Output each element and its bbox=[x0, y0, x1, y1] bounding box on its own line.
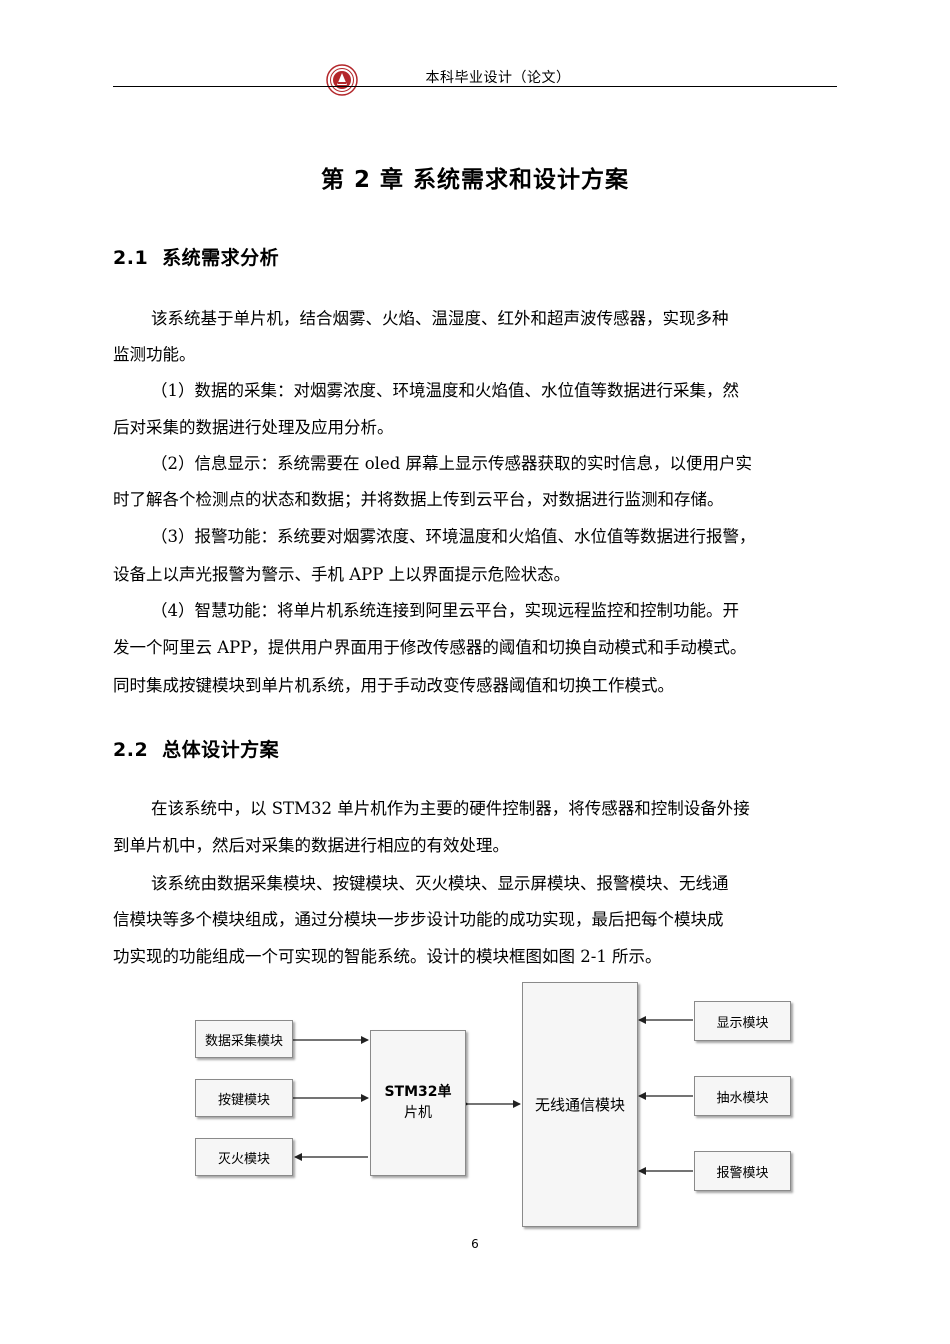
page-number: 6 bbox=[471, 1237, 479, 1251]
paragraph-line: 信模块等多个模块组成，通过分模块一步步设计功能的成功实现，最后把每个模块成 bbox=[113, 910, 724, 929]
section-number: 2.2 bbox=[113, 739, 149, 761]
paragraph-line: 设备上以声光报警为警示、手机 APP 上以界面提示危险状态。 bbox=[113, 565, 571, 584]
section-title: 总体设计方案 bbox=[162, 739, 280, 761]
mcu-label-line-1: STM32单 bbox=[384, 1084, 452, 1100]
paragraph-line: 时了解各个检测点的状态和数据；并将数据上传到云平台，对数据进行监测和存储。 bbox=[113, 490, 724, 509]
paragraph-line: 同时集成按键模块到单片机系统，用于手动改变传感器阈值和切换工作模式。 bbox=[113, 676, 674, 695]
pump-module: 抽水模块 bbox=[694, 1076, 791, 1116]
paragraph-line: （2）信息显示：系统需要在 oled 屏幕上显示传感器获取的实时信息，以便用户实 bbox=[151, 454, 753, 473]
diagram-arrows bbox=[293, 1016, 693, 1175]
wireless-communication-module: 无线通信模块 bbox=[522, 982, 638, 1227]
section-title: 系统需求分析 bbox=[162, 247, 280, 269]
stm32-mcu-module: STM32单 片机 bbox=[370, 1030, 466, 1176]
section-number: 2.1 bbox=[113, 247, 149, 269]
chapter-title: 第 2 章 系统需求和设计方案 bbox=[320, 167, 630, 193]
university-seal-icon bbox=[326, 64, 358, 96]
paragraph-line: 监测功能。 bbox=[113, 345, 196, 364]
paragraph-line: （1）数据的采集：对烟雾浓度、环境温度和火焰值、水位值等数据进行采集，然 bbox=[151, 381, 739, 400]
wireless-module-label: 无线通信模块 bbox=[534, 1096, 625, 1114]
key-module: 按键模块 bbox=[195, 1079, 293, 1117]
mcu-label-line-2: 片机 bbox=[403, 1105, 432, 1121]
paragraph-line: 该系统基于单片机，结合烟雾、火焰、温湿度、红外和超声波传感器，实现多种 bbox=[151, 309, 729, 328]
paragraph-line: （3）报警功能：系统要对烟雾浓度、环境温度和火焰值、水位值等数据进行报警， bbox=[151, 527, 756, 546]
section-heading-2-2: 2.2 总体设计方案 bbox=[113, 735, 279, 762]
paragraph-line: 该系统由数据采集模块、按键模块、灭火模块、显示屏模块、报警模块、无线通 bbox=[151, 874, 729, 893]
paragraph-line: 在该系统中，以 STM32 单片机作为主要的硬件控制器，将传感器和控制设备外接 bbox=[151, 799, 750, 818]
module-block-diagram: 数据采集模块 按键模块 灭火模块 STM32单 片机 无线通信模块 显示模块 抽… bbox=[180, 980, 820, 1236]
alarm-module: 报警模块 bbox=[694, 1151, 791, 1191]
fire-extinguish-module-label: 灭火模块 bbox=[217, 1151, 270, 1167]
display-module: 显示模块 bbox=[694, 1001, 791, 1041]
paragraph-line: 到单片机中，然后对采集的数据进行相应的有效处理。 bbox=[113, 836, 509, 855]
section-heading-2-1: 2.1 系统需求分析 bbox=[113, 243, 279, 270]
paragraph-line: 功实现的功能组成一个可实现的智能系统。设计的模块框图如图 2-1 所示。 bbox=[113, 947, 662, 966]
key-module-label: 按键模块 bbox=[217, 1092, 270, 1108]
paragraph-line: 后对采集的数据进行处理及应用分析。 bbox=[113, 418, 394, 437]
header-title: 本科毕业设计（论文） bbox=[425, 70, 571, 86]
fire-extinguish-module: 灭火模块 bbox=[195, 1138, 293, 1176]
paragraph-line: （4）智慧功能：将单片机系统连接到阿里云平台，实现远程监控和控制功能。开 bbox=[151, 601, 739, 620]
header-rule bbox=[113, 86, 837, 87]
paragraph-line: 发一个阿里云 APP，提供用户界面用于修改传感器的阈值和切换自动模式和手动模式。 bbox=[113, 638, 747, 657]
alarm-module-label: 报警模块 bbox=[716, 1165, 769, 1181]
data-collection-module: 数据采集模块 bbox=[195, 1020, 293, 1058]
data-collection-module-label: 数据采集模块 bbox=[204, 1033, 283, 1049]
display-module-label: 显示模块 bbox=[716, 1015, 769, 1031]
pump-module-label: 抽水模块 bbox=[716, 1090, 769, 1106]
